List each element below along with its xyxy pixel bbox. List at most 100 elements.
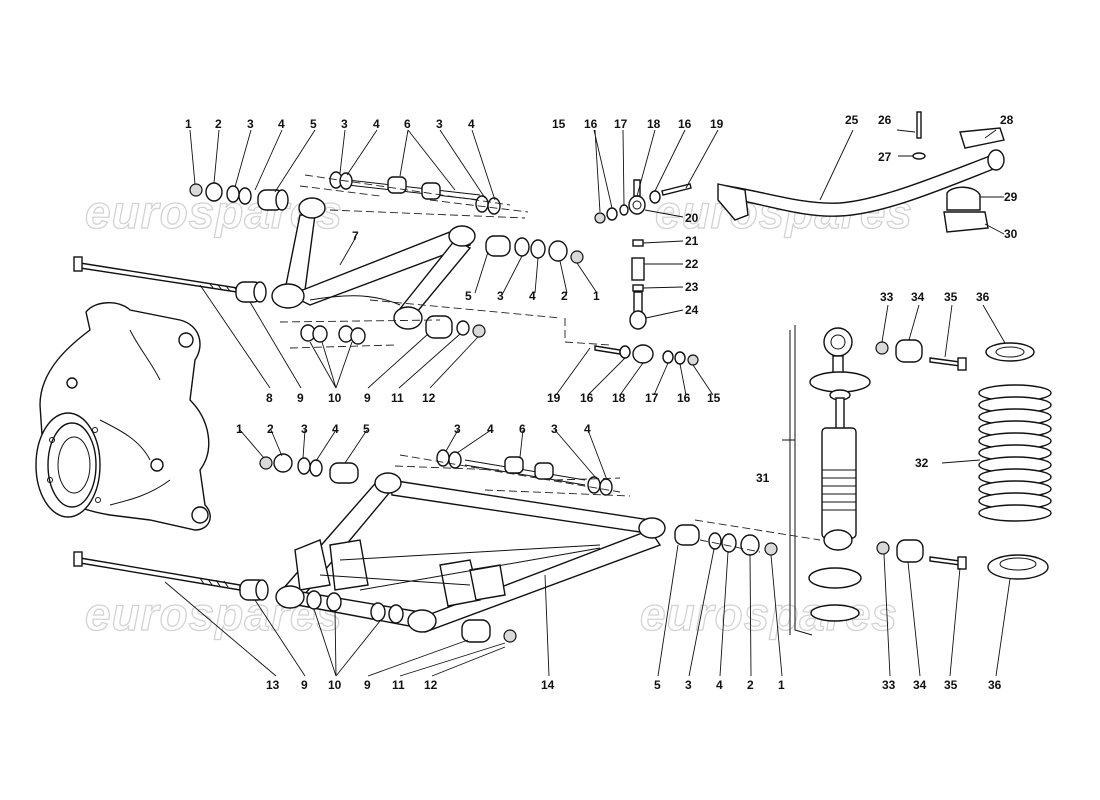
callout-label: 4 — [716, 678, 723, 692]
callout-label: 10 — [328, 391, 342, 405]
upper-stack-right — [485, 235, 584, 264]
callout-label: 18 — [612, 391, 626, 405]
lower-pin-6 — [394, 449, 631, 497]
callout-label: 34 — [913, 678, 927, 692]
callout-label: 20 — [685, 211, 699, 225]
callout-label: 4 — [487, 422, 494, 436]
callout-label: 2 — [747, 678, 754, 692]
bolt-8 — [73, 256, 251, 295]
callout-label: 35 — [944, 678, 958, 692]
callout-label: 19 — [710, 117, 724, 131]
callout-label: 1 — [185, 117, 192, 131]
callout-label: 2 — [267, 422, 274, 436]
callout-label: 4 — [332, 422, 339, 436]
callout-label: 3 — [454, 422, 461, 436]
callout-label: 9 — [301, 678, 308, 692]
callout-label: 4 — [373, 117, 380, 131]
callout-label: 9 — [297, 391, 304, 405]
callout-label: 2 — [561, 289, 568, 303]
callout-label: 11 — [392, 678, 405, 692]
callout-label: 15 — [707, 391, 721, 405]
callout-label: 30 — [1004, 227, 1018, 241]
callout-label: 24 — [685, 303, 699, 317]
callout-label: 7 — [352, 229, 359, 243]
callout-label: 16 — [584, 117, 598, 131]
callout-label: 10 — [328, 678, 342, 692]
stabilizer-bar — [717, 111, 1005, 233]
coil-spring-32 — [978, 384, 1052, 522]
callout-label: 3 — [551, 422, 558, 436]
callout-label: 36 — [976, 290, 990, 304]
callout-labels: 1 2 3 4 5 3 4 6 3 4 7 5 3 4 2 1 8 9 10 9… — [185, 113, 1018, 692]
callout-label: 32 — [915, 456, 929, 470]
callout-label: 17 — [614, 117, 628, 131]
lower-stack-bottom — [306, 590, 517, 643]
callout-label: 16 — [678, 117, 692, 131]
callout-label: 18 — [647, 117, 661, 131]
callout-label: 9 — [364, 391, 371, 405]
callout-label: 28 — [1000, 113, 1014, 127]
callout-label: 23 — [685, 280, 699, 294]
callout-label: 3 — [685, 678, 692, 692]
leader-lines — [164, 129, 1011, 677]
callout-label: 33 — [882, 678, 896, 692]
spring-coil — [978, 504, 1052, 522]
shock-absorber — [782, 325, 1049, 636]
upper-wishbone — [271, 197, 476, 330]
leader-32 — [941, 459, 981, 464]
callout-label: 4 — [278, 117, 285, 131]
callout-label: 22 — [685, 257, 699, 271]
callout-label: 13 — [266, 678, 280, 692]
callout-label: 15 — [552, 117, 566, 131]
hub-carrier — [35, 302, 211, 531]
callout-label: 3 — [301, 422, 308, 436]
callout-label: 2 — [215, 117, 222, 131]
pin-6 — [299, 171, 529, 219]
callout-label: 3 — [341, 117, 348, 131]
callout-label: 19 — [547, 391, 561, 405]
callout-label: 31 — [756, 471, 770, 485]
callout-label: 3 — [247, 117, 254, 131]
callout-label: 1 — [236, 422, 243, 436]
callout-label: 14 — [541, 678, 555, 692]
callout-label: 9 — [364, 678, 371, 692]
callout-label: 4 — [584, 422, 591, 436]
callout-label: 33 — [880, 290, 894, 304]
callout-label: 11 — [391, 391, 404, 405]
callout-label: 17 — [645, 391, 659, 405]
bracket-31 — [785, 330, 791, 635]
callout-label: 1 — [593, 289, 600, 303]
callout-label: 12 — [424, 678, 438, 692]
callout-label: 36 — [988, 678, 1002, 692]
callout-label: 5 — [465, 289, 472, 303]
callout-label: 6 — [519, 422, 526, 436]
callout-label: 35 — [944, 290, 958, 304]
callout-label: 29 — [1004, 190, 1018, 204]
callout-label: 8 — [266, 391, 273, 405]
upper-stack-left — [189, 182, 289, 211]
callout-label: 1 — [778, 678, 785, 692]
stabilizer-link — [594, 179, 699, 366]
callout-label: 34 — [911, 290, 925, 304]
callout-label: 3 — [436, 117, 443, 131]
callout-label: 21 — [685, 234, 699, 248]
callout-label: 26 — [878, 113, 892, 127]
callout-label: 4 — [468, 117, 475, 131]
callout-label: 12 — [422, 391, 436, 405]
callout-label: 4 — [529, 289, 536, 303]
callout-label: 25 — [845, 113, 859, 127]
callout-label: 27 — [878, 150, 892, 164]
callout-label: 6 — [404, 117, 411, 131]
upper-stack-bottom — [279, 299, 611, 349]
bolt-13 — [73, 551, 241, 591]
callout-label: 16 — [580, 391, 594, 405]
callout-label: 5 — [654, 678, 661, 692]
callout-label: 16 — [677, 391, 691, 405]
callout-label: 3 — [497, 289, 504, 303]
callout-label: 5 — [363, 422, 370, 436]
callout-label: 5 — [310, 117, 317, 131]
lower-stack-right — [674, 519, 821, 556]
lower-stack-left — [259, 453, 359, 484]
